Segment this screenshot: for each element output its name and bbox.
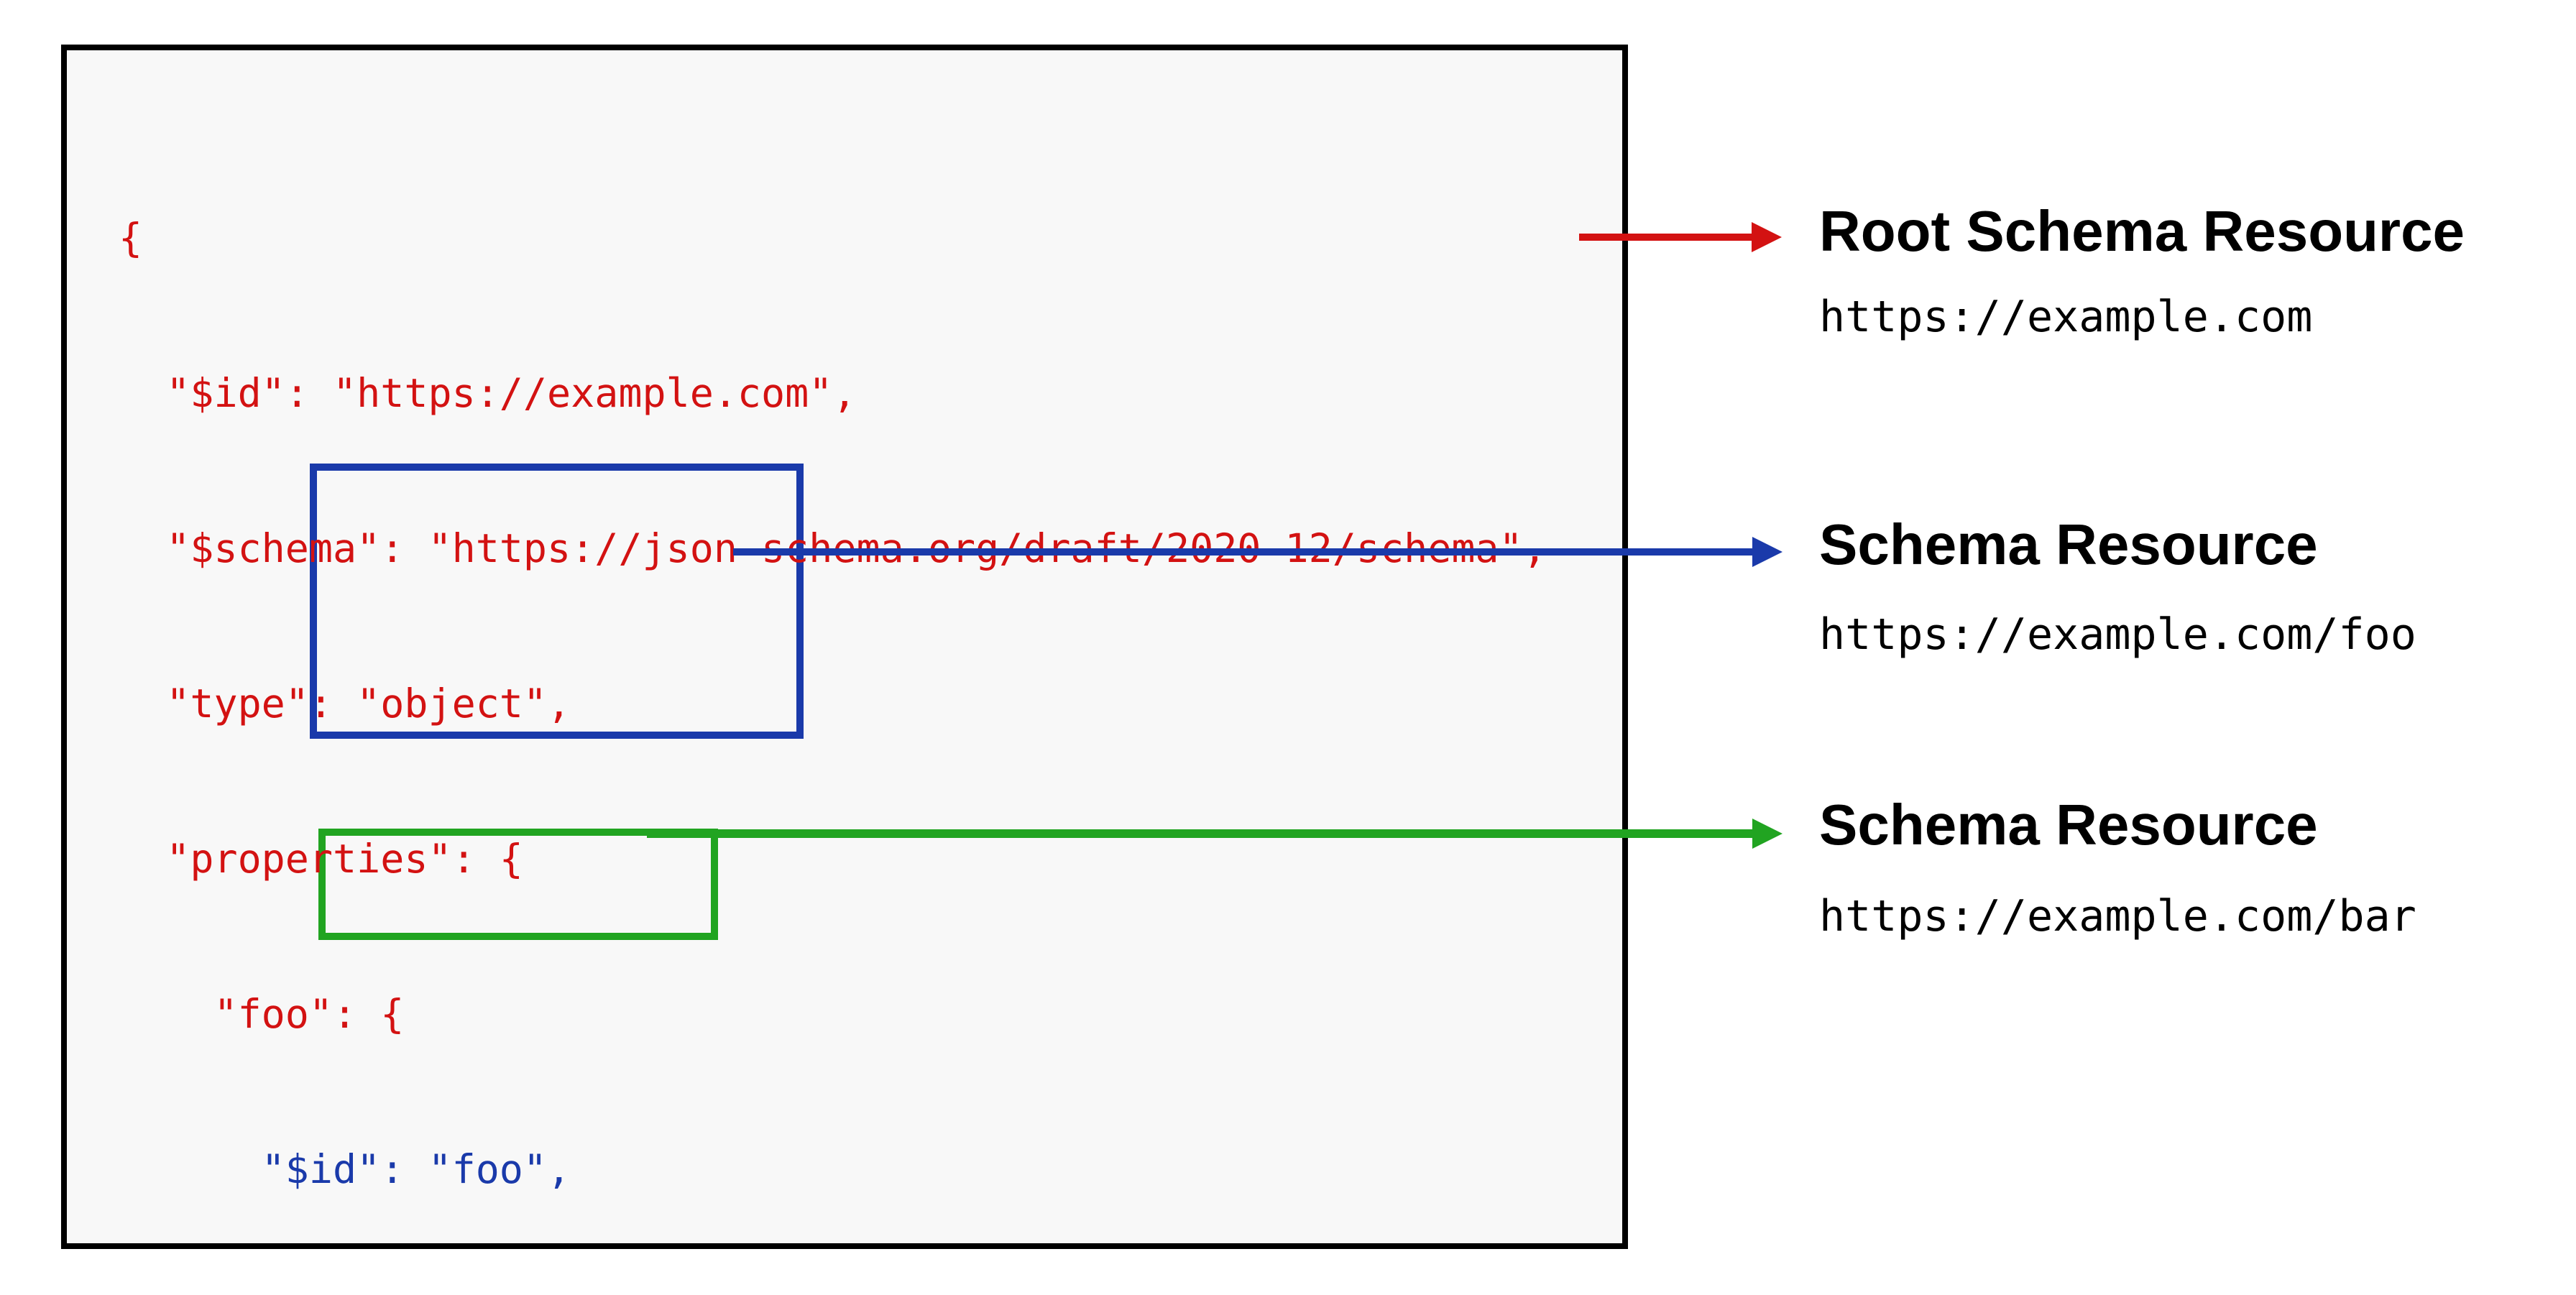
bar-schema-resource-outline xyxy=(318,829,718,940)
annotation-url-root-schema-resource: https://example.com xyxy=(1819,292,2313,342)
annotation-title-root-schema-resource: Root Schema Resource xyxy=(1819,199,2465,263)
code-line: "properties": { xyxy=(119,836,523,882)
code-line: "$id": "foo", xyxy=(119,1146,571,1192)
code-line: "type": "object", xyxy=(119,681,571,727)
annotation-title-bar-schema-resource: Schema Resource xyxy=(1819,793,2318,857)
arrow-head-icon xyxy=(1752,819,1782,849)
annotation-url-bar-schema-resource: https://example.com/bar xyxy=(1819,891,2416,941)
arrow-foo-schema-resource xyxy=(733,548,1754,556)
annotation-title-foo-schema-resource: Schema Resource xyxy=(1819,512,2318,576)
code-line: "foo": { xyxy=(119,991,405,1037)
json-schema-code: { "$id": "https://example.com", "$schema… xyxy=(119,109,1547,1295)
foo-schema-resource-outline xyxy=(310,464,804,739)
arrow-root-schema-resource xyxy=(1579,234,1752,241)
annotation-url-foo-schema-resource: https://example.com/foo xyxy=(1819,609,2416,660)
arrow-head-icon xyxy=(1752,222,1782,252)
code-line: "$id": "https://example.com", xyxy=(119,370,857,416)
schema-code-panel xyxy=(61,45,1628,1249)
arrow-bar-schema-resource xyxy=(647,829,1754,838)
code-line: { xyxy=(119,215,143,261)
arrow-head-icon xyxy=(1752,537,1782,567)
